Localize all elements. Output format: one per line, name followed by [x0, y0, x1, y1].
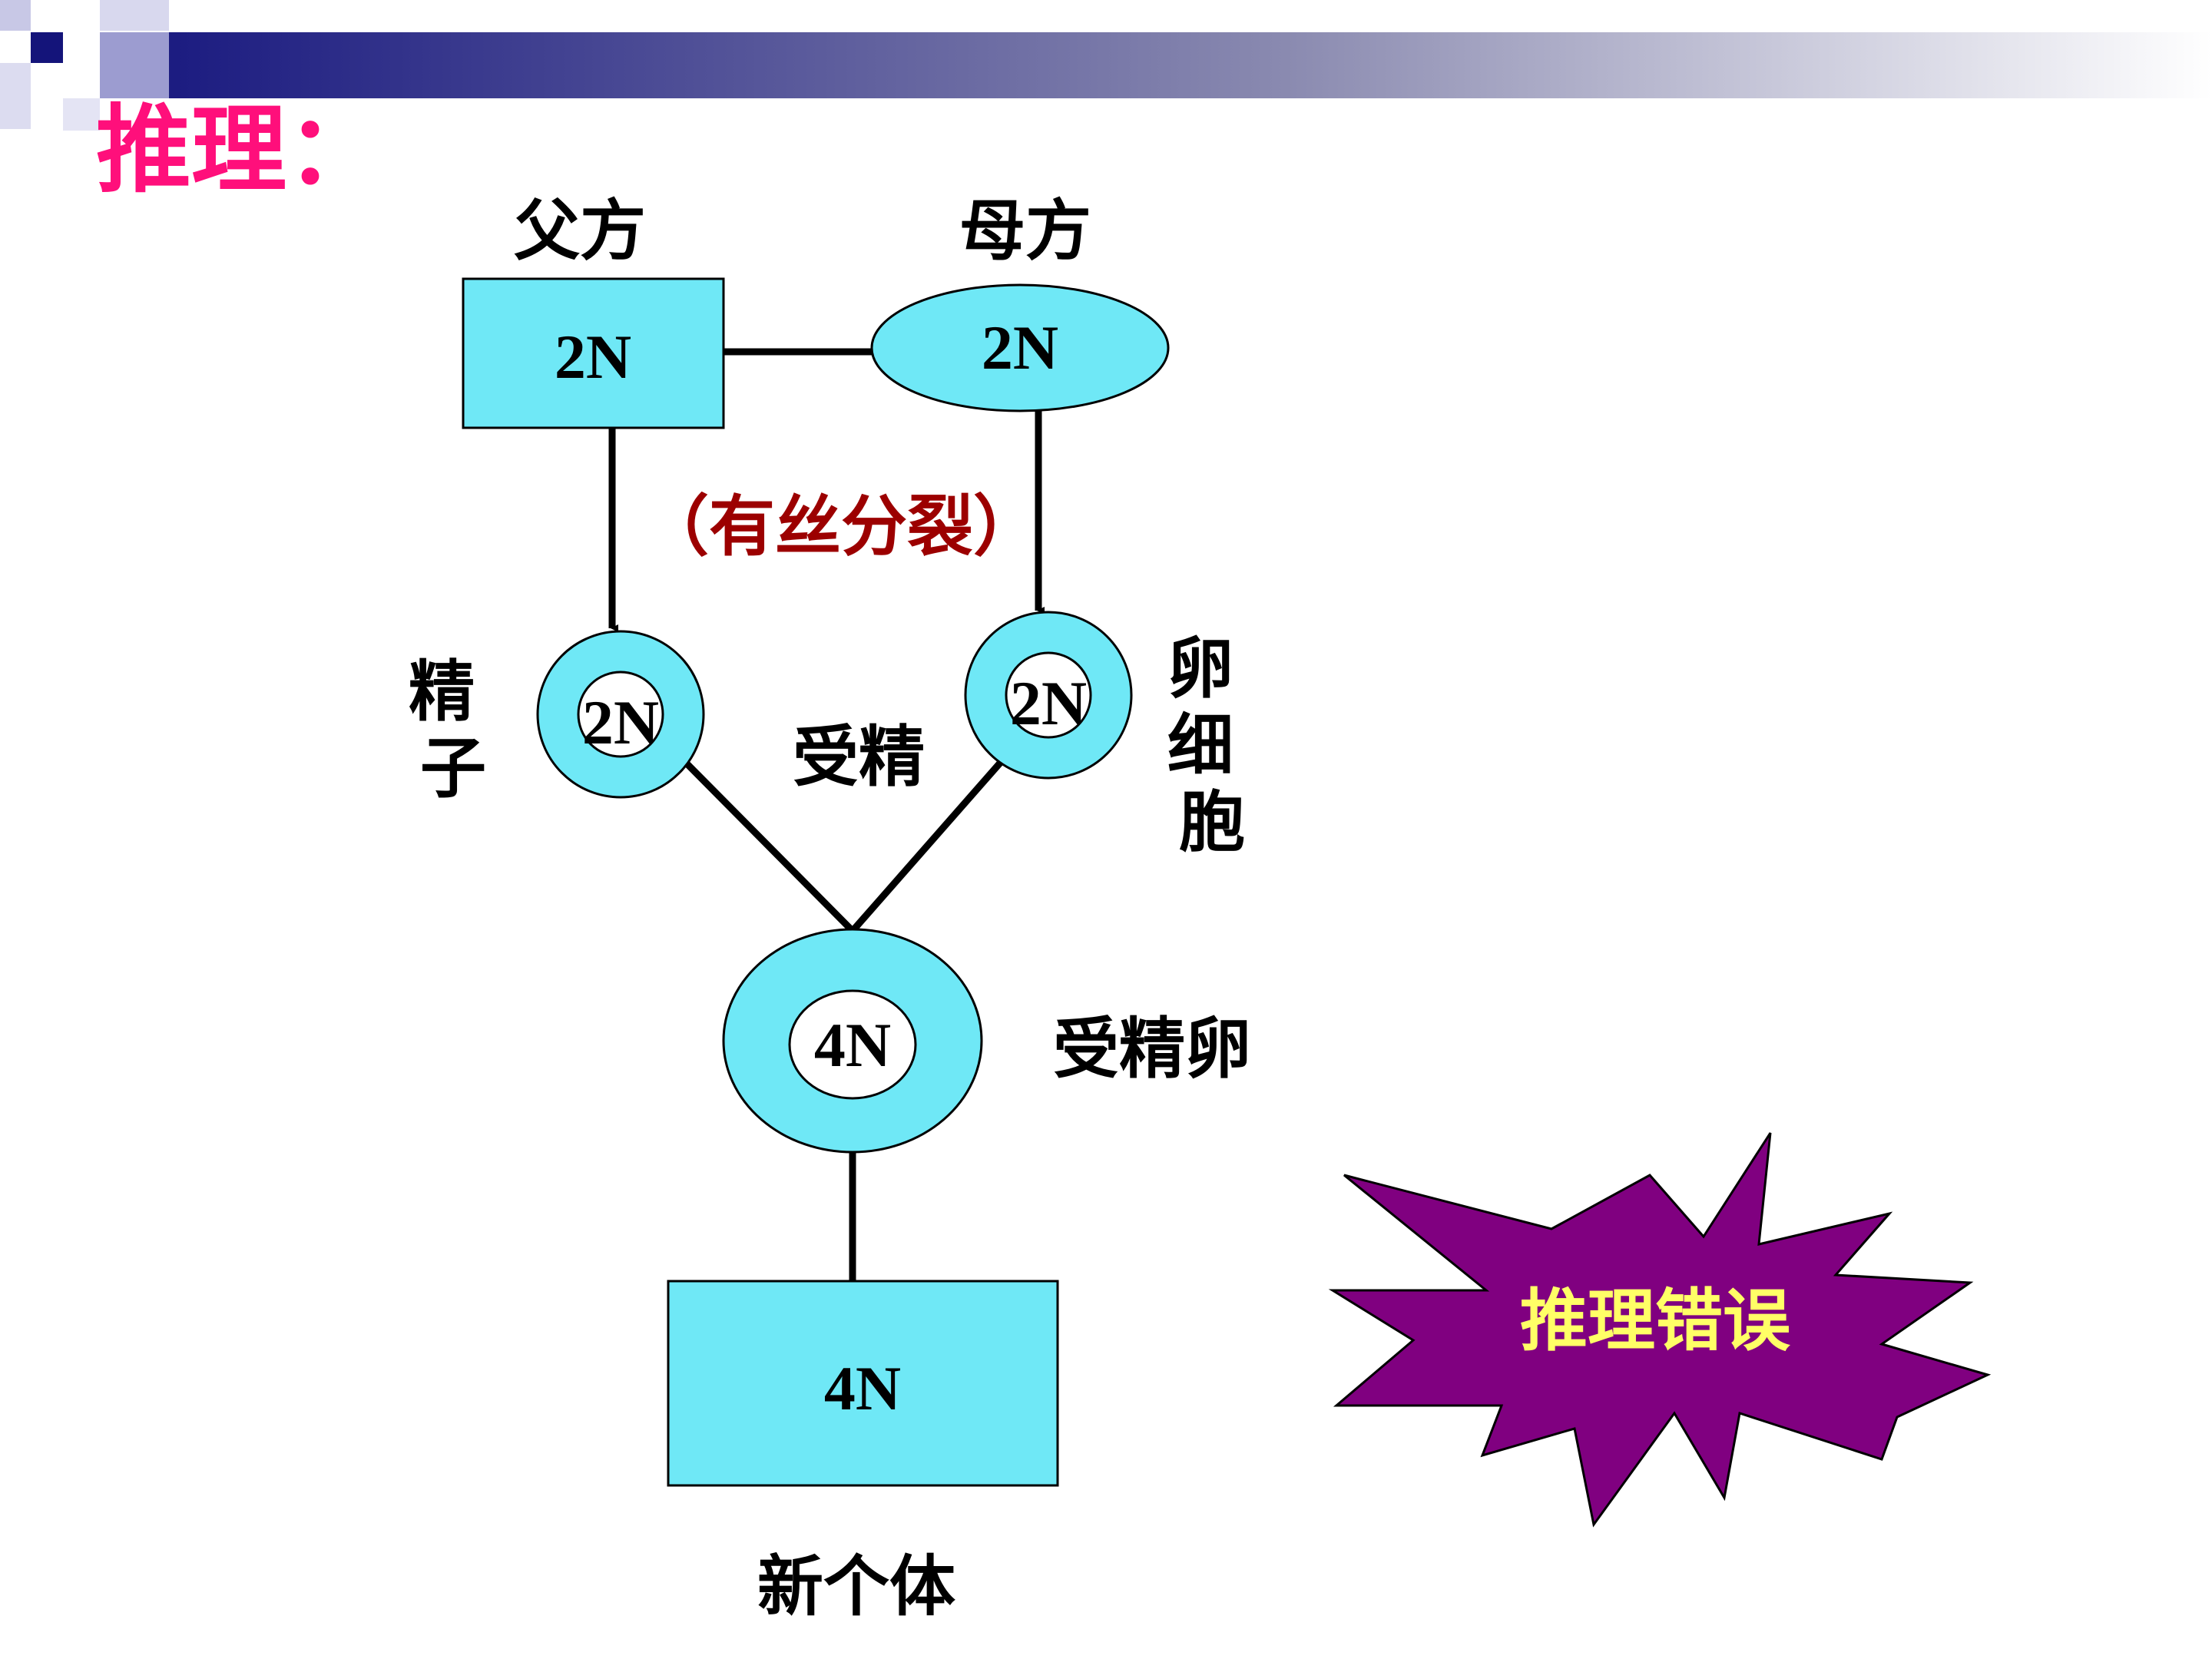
new-individual-box [667, 1280, 1059, 1487]
sperm-cell-value: 2N [582, 687, 659, 757]
mitosis-note: （有丝分裂） [643, 488, 1039, 565]
header-decoration [0, 0, 2212, 131]
mother-label: 母方 [959, 193, 1091, 270]
egg-label-char-2: 细 [1167, 707, 1233, 784]
father-cell-value: 2N [555, 322, 631, 392]
sperm-to-zygote-line [684, 761, 856, 934]
egg-label-char-1: 卵 [1167, 631, 1233, 707]
sperm-label: 精 子 [409, 654, 498, 807]
header-square-light-2 [100, 0, 169, 31]
father-cell-box [462, 277, 725, 429]
error-badge-text: 推理错误 [1520, 1281, 1790, 1360]
egg-cell-nucleus [1005, 651, 1092, 739]
header-square-light-3 [0, 63, 31, 129]
header-square-mid [100, 32, 169, 98]
father-label: 父方 [514, 193, 646, 270]
fertilization-label: 受精 [793, 719, 925, 796]
new-individual-label: 新个体 [757, 1548, 955, 1625]
egg-label: 卵 细 胞 [1167, 631, 1257, 861]
sperm-cell-nucleus [577, 671, 664, 758]
header-square-light-4 [63, 98, 100, 131]
mother-cell-ellipse [870, 283, 1170, 412]
egg-to-zygote-line [849, 758, 1005, 933]
header-square-dark [31, 32, 63, 63]
slide-title: 推理： [96, 95, 382, 206]
header-square-light-1 [0, 0, 31, 31]
header-gradient-bar [154, 32, 2212, 98]
zygote-cell-nucleus [788, 989, 917, 1100]
egg-cell-value: 2N [1010, 668, 1087, 738]
connectors [608, 348, 1045, 1281]
zygote-cell-value: 4N [814, 1010, 891, 1080]
error-starburst [1328, 1132, 1992, 1528]
new-individual-value: 4N [824, 1353, 901, 1423]
egg-label-char-3: 胞 [1179, 784, 1245, 861]
sperm-label-char-1: 精 [409, 654, 475, 730]
mother-cell-value: 2N [982, 313, 1058, 382]
sperm-label-char-2: 子 [420, 730, 486, 807]
zygote-label: 受精卵 [1053, 1011, 1251, 1088]
